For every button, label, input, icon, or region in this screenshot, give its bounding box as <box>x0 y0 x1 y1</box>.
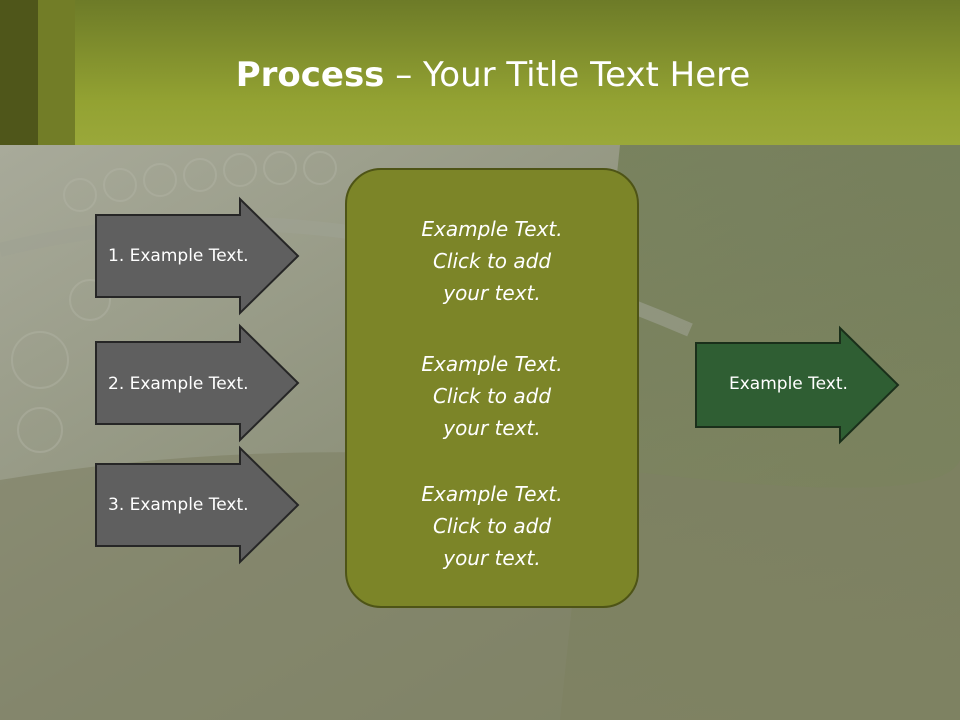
header-accent-dark <box>0 0 38 145</box>
center-block-1-line-2: Click to add <box>432 249 552 273</box>
center-block-3-line-1: Example Text. <box>421 482 563 506</box>
header-bar <box>0 0 960 145</box>
header-accent-light <box>38 0 75 145</box>
title-bold: Process <box>235 55 385 95</box>
output-arrow-label: Example Text. <box>729 374 848 394</box>
center-block-3-line-2: Click to add <box>432 514 552 538</box>
center-text-block-1[interactable]: Example Text. Click to add your text. <box>345 213 639 309</box>
center-block-2-line-3: your text. <box>443 416 541 440</box>
center-block-2-line-2: Click to add <box>432 384 552 408</box>
center-block-3-line-3: your text. <box>443 546 541 570</box>
input-arrow-1[interactable] <box>95 196 300 316</box>
center-block-1-line-1: Example Text. <box>421 217 563 241</box>
slide-title: Process – Your Title Text Here <box>0 52 960 98</box>
input-arrow-2[interactable] <box>95 323 300 443</box>
center-process-box[interactable] <box>345 168 639 608</box>
center-text-block-3[interactable]: Example Text. Click to add your text. <box>345 478 639 574</box>
input-arrow-1-label: 1. Example Text. <box>108 246 249 266</box>
center-block-1-line-3: your text. <box>443 281 541 305</box>
center-text-block-2[interactable]: Example Text. Click to add your text. <box>345 348 639 444</box>
title-rest: – Your Title Text Here <box>384 55 751 95</box>
input-arrow-2-label: 2. Example Text. <box>108 374 249 394</box>
center-block-2-line-1: Example Text. <box>421 352 563 376</box>
input-arrow-3-label: 3. Example Text. <box>108 495 249 515</box>
output-arrow[interactable] <box>695 325 900 445</box>
input-arrow-3[interactable] <box>95 445 300 565</box>
